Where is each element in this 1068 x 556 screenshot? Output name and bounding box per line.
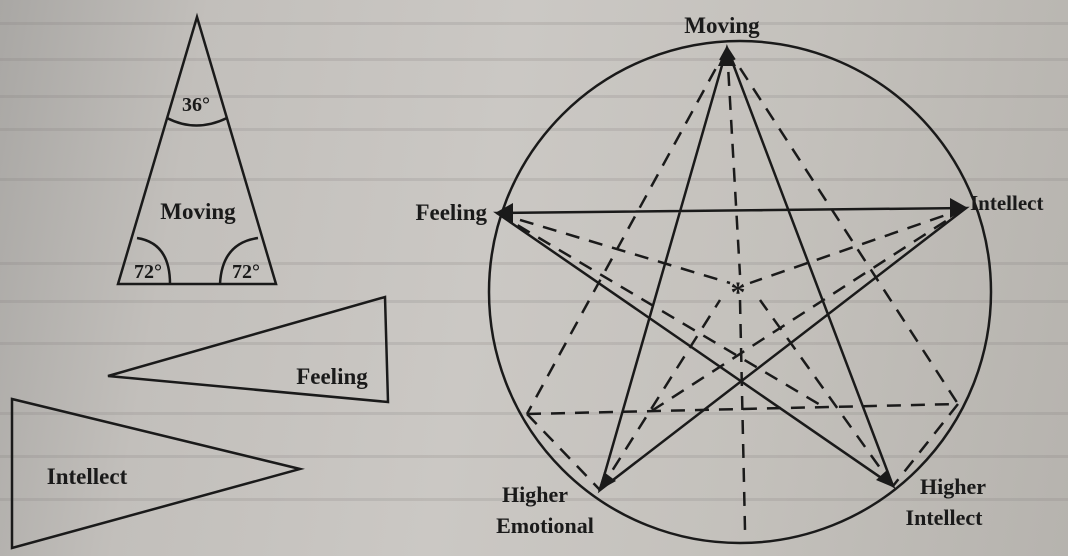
point-label-intellect: Intellect bbox=[970, 191, 1043, 215]
point-label-higher-emotional-line2: Emotional bbox=[496, 513, 594, 538]
center-asterisk: * bbox=[731, 276, 746, 309]
base-left-angle-label: 72° bbox=[134, 261, 162, 283]
arrowhead-bottom-right bbox=[876, 470, 895, 488]
base-right-angle-arc bbox=[218, 236, 259, 285]
feeling-triangle-label: Feeling bbox=[296, 364, 368, 389]
enneagram-circle bbox=[487, 39, 993, 545]
apex-angle-arc bbox=[166, 116, 228, 127]
base-right-angle-label: 72° bbox=[232, 261, 260, 283]
arrowhead-right bbox=[950, 198, 968, 218]
moving-triangle bbox=[116, 12, 278, 286]
point-label-feeling: Feeling bbox=[415, 200, 487, 225]
moving-triangle-label: Moving bbox=[160, 199, 236, 224]
point-label-higher-emotional-line1: Higher bbox=[502, 482, 568, 507]
dashed-star bbox=[496, 47, 967, 531]
apex-angle-label: 36° bbox=[182, 94, 210, 116]
base-left-angle-arc bbox=[136, 236, 172, 285]
solid-pentagram bbox=[493, 44, 970, 494]
intellect-triangle-label: Intellect bbox=[47, 464, 128, 489]
arrowhead-bottom-left bbox=[598, 472, 616, 491]
intellect-triangle bbox=[10, 397, 305, 550]
point-label-moving: Moving bbox=[684, 13, 760, 38]
point-label-higher-intellect-line2: Intellect bbox=[906, 505, 984, 530]
feeling-triangle bbox=[107, 295, 390, 404]
arrowheads bbox=[495, 46, 968, 491]
arrowhead-left bbox=[495, 203, 513, 223]
point-label-higher-intellect-line1: Higher bbox=[920, 474, 986, 499]
arrowhead-top bbox=[718, 46, 736, 66]
